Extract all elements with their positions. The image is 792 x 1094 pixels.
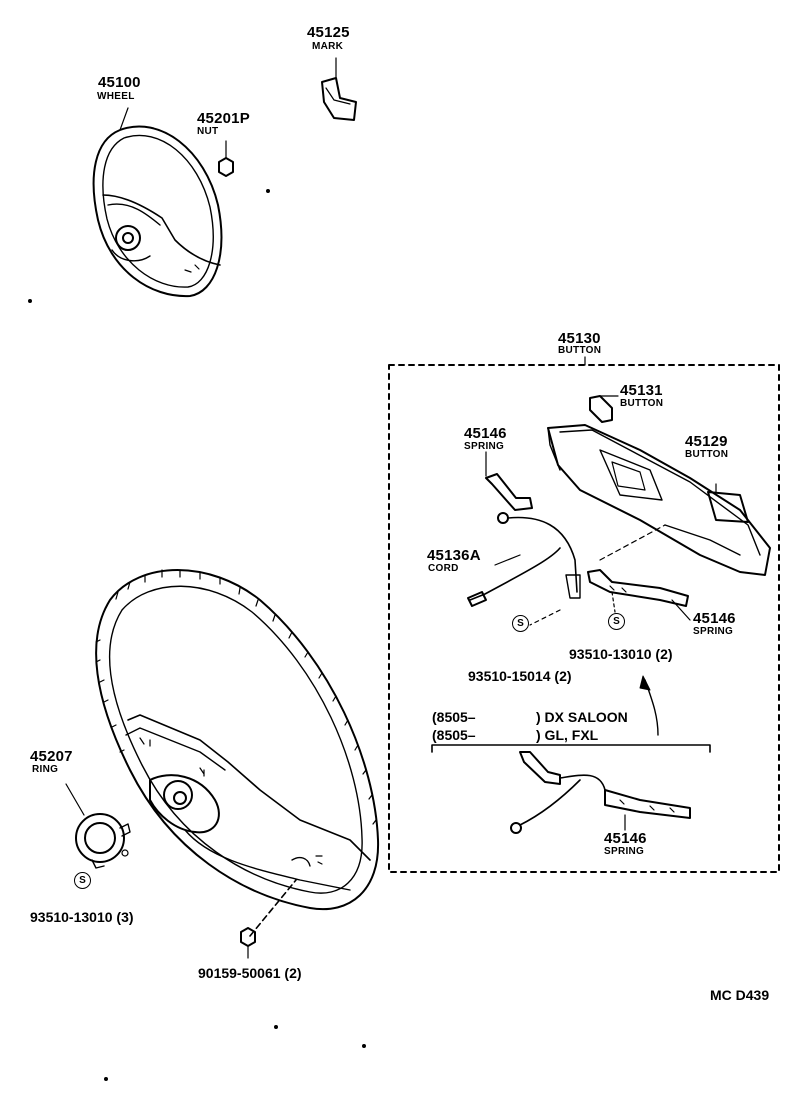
label-45201p-name: NUT: [197, 126, 219, 137]
label-45100-name: WHEEL: [97, 91, 135, 102]
bolt-drawing: [240, 879, 297, 959]
label-45136a-number: 45136A: [427, 547, 481, 564]
upper-steering-wheel: [92, 107, 223, 298]
label-45125-name: MARK: [312, 41, 344, 52]
label-45201p-number: 45201P: [197, 110, 250, 127]
diagram-code: MC D439: [710, 987, 770, 1003]
lower-steering-wheel: [95, 569, 380, 911]
label-45136a-name: CORD: [428, 563, 459, 574]
screw-number-3: 93510-13010 (3): [30, 909, 134, 925]
label-45129-number: 45129: [685, 433, 728, 450]
label-45146-bottom-name: SPRING: [604, 846, 645, 857]
screw-number-1: 93510-15014 (2): [468, 668, 572, 684]
ring-drawing: [65, 783, 131, 869]
label-45146-bottom-number: 45146: [604, 830, 647, 847]
screw-symbol-1: S: [512, 615, 529, 632]
label-45130-number: 45130: [558, 330, 601, 347]
note-line1-code: (8505–: [432, 709, 476, 725]
label-45207-name: RING: [32, 764, 59, 775]
label-45207-number: 45207: [30, 748, 73, 765]
screw-symbol-3: S: [74, 872, 91, 889]
label-45130-name: BUTTON: [558, 345, 602, 356]
label-45125-number: 45125: [307, 24, 350, 41]
screw-symbol-2: S: [608, 613, 625, 630]
label-45131-number: 45131: [620, 382, 663, 399]
bolt-number: 90159-50061 (2): [198, 965, 302, 981]
label-45100-number: 45100: [98, 74, 141, 91]
label-45146-right-number: 45146: [693, 610, 736, 627]
label-45146-left-name: SPRING: [464, 441, 505, 452]
note-line2-code: (8505–: [432, 727, 476, 743]
note-line2-model: ) GL, FXL: [536, 727, 599, 743]
note-line1-model: ) DX SALOON: [536, 709, 628, 725]
screw-number-2: 93510-13010 (2): [569, 646, 673, 662]
mark-drawing: [321, 57, 357, 121]
label-45146-left-number: 45146: [464, 425, 507, 442]
nut-drawing: [218, 140, 234, 177]
label-45146-right-name: SPRING: [693, 626, 734, 637]
label-45131-name: BUTTON: [620, 398, 664, 409]
label-45129-name: BUTTON: [685, 449, 729, 460]
